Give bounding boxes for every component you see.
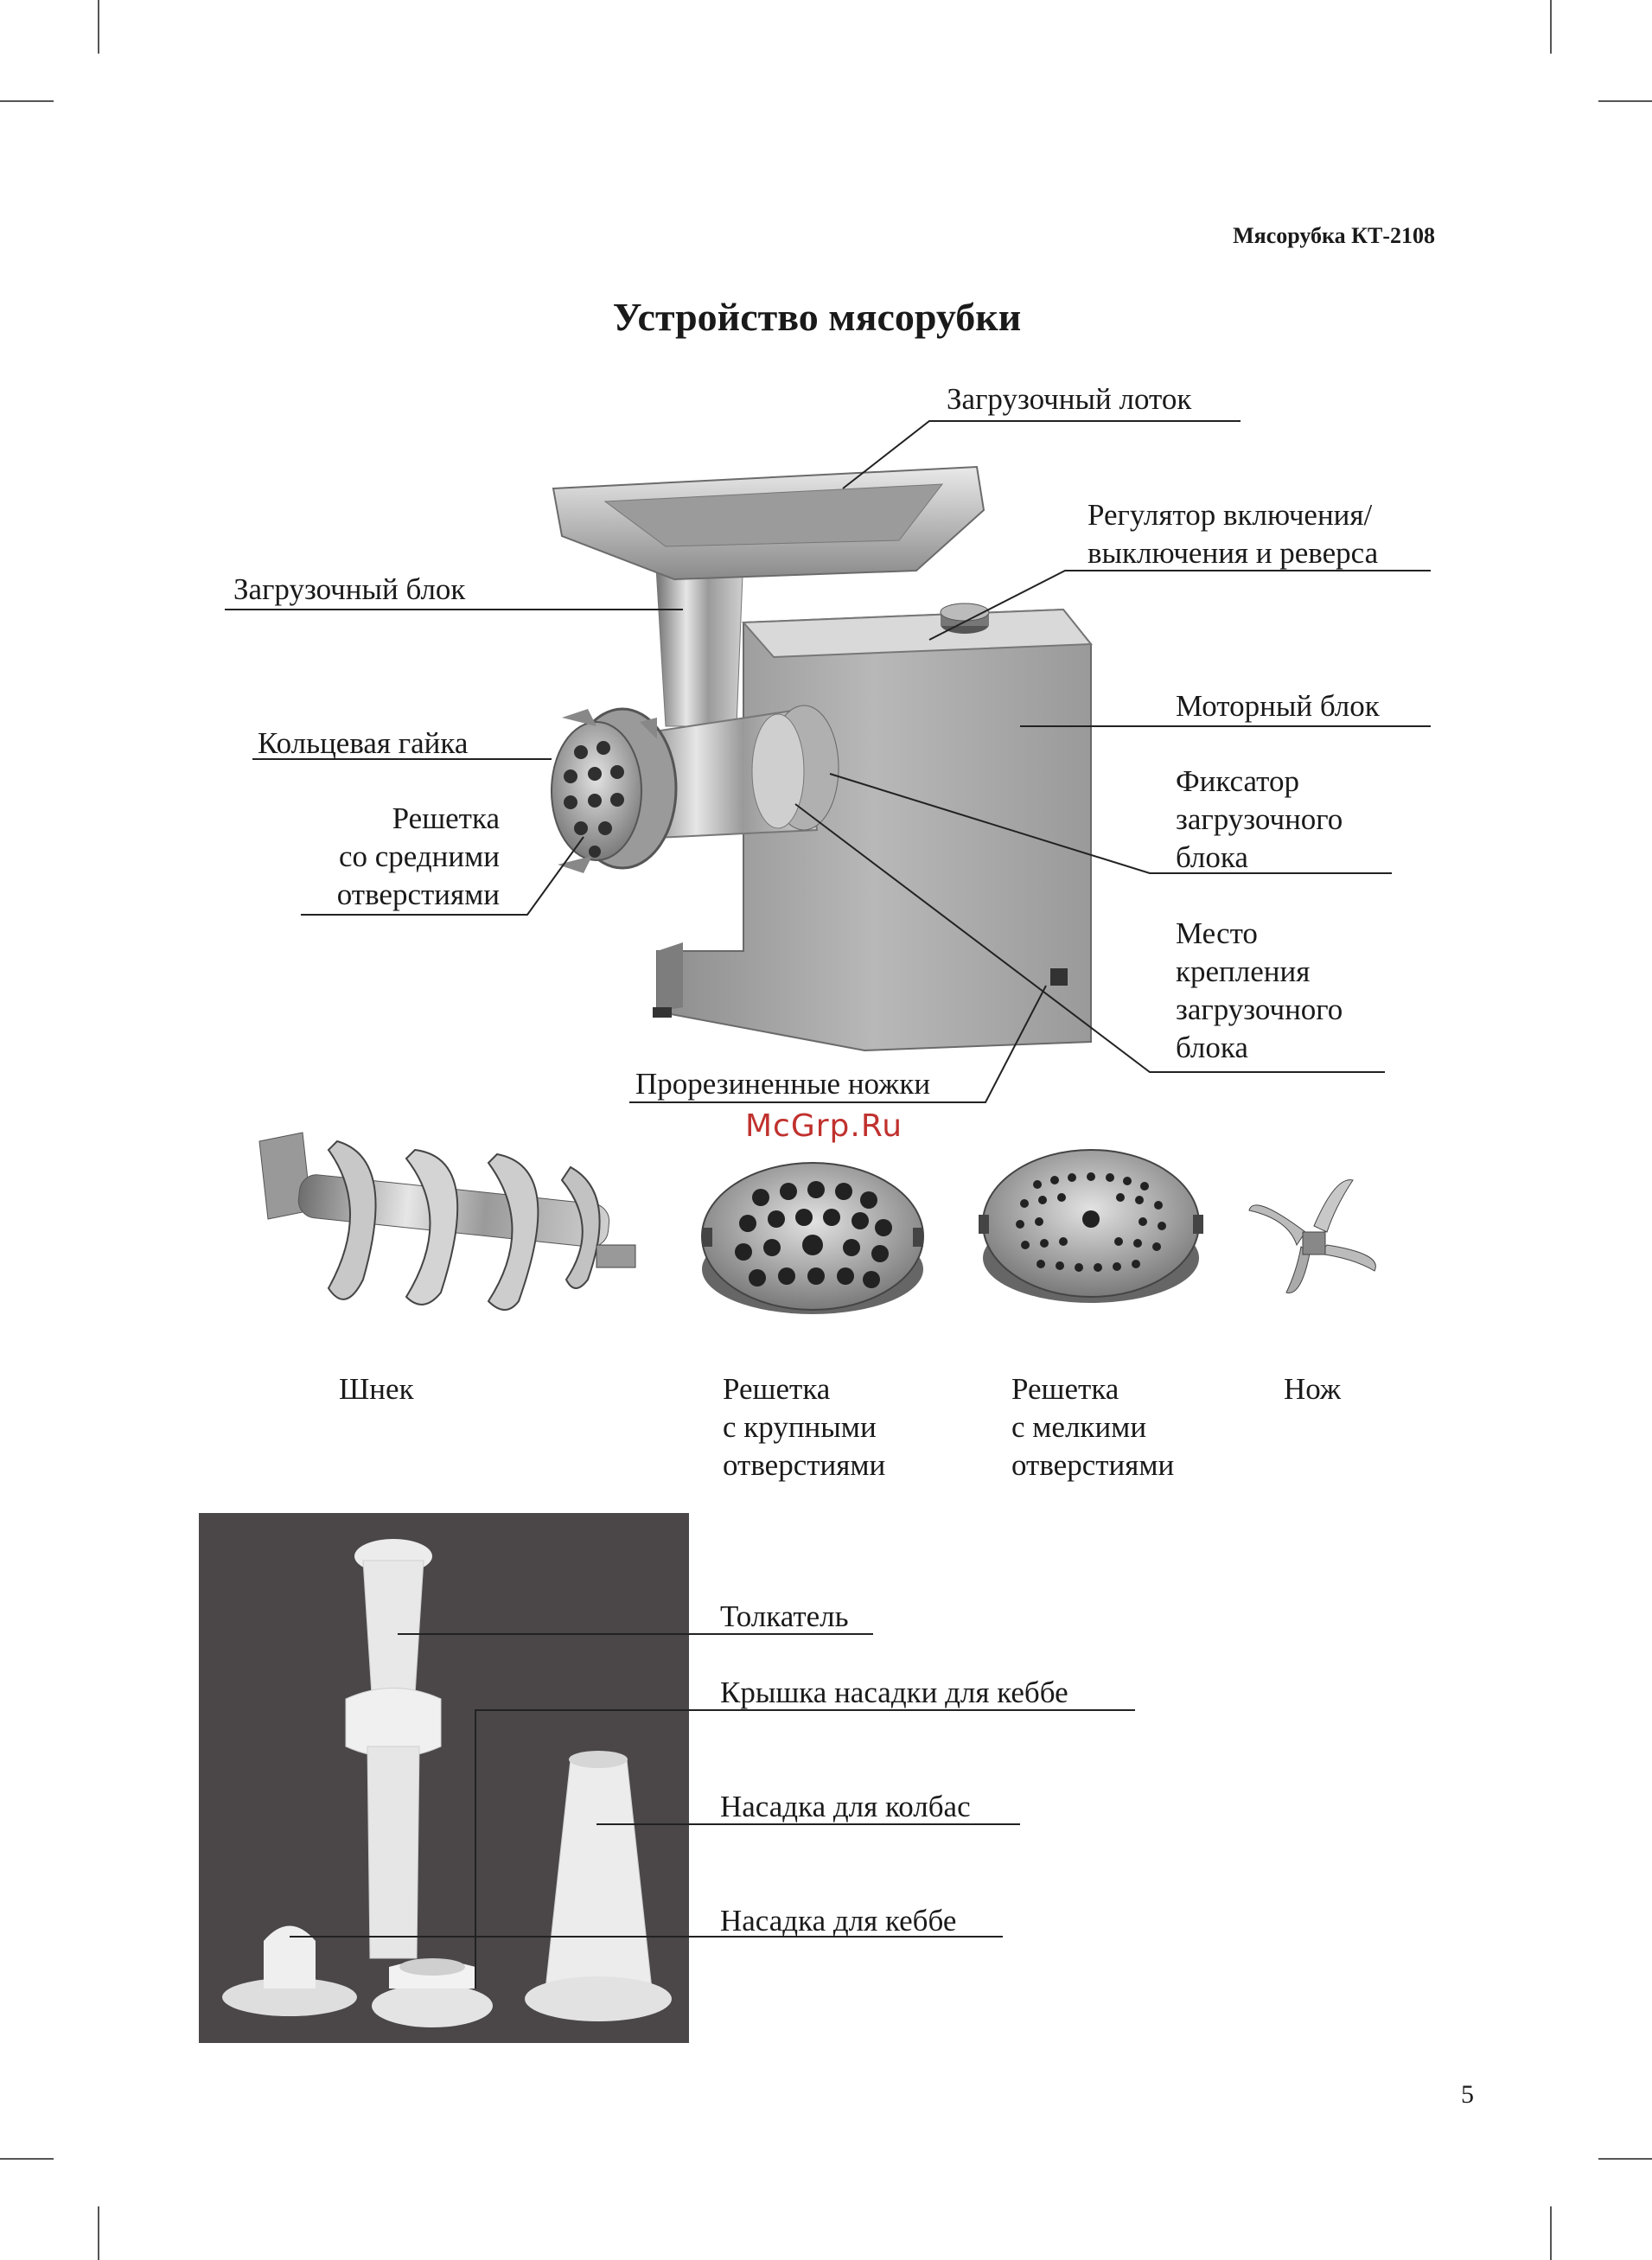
fine-plate-illustration bbox=[979, 1149, 1203, 1303]
crop-mark bbox=[0, 100, 54, 102]
label-mount: Место крепления загрузочного блока bbox=[1176, 915, 1343, 1067]
caption-coarse-plate-line: отверстиями bbox=[723, 1448, 886, 1482]
label-loading-block: Загрузочный блок bbox=[233, 572, 466, 606]
label-medium-plate-line: Решетка bbox=[392, 801, 500, 835]
label-tray: Загрузочный лоток bbox=[947, 382, 1192, 416]
page-number: 5 bbox=[1461, 2080, 1474, 2109]
caption-coarse-plate-line: Решетка bbox=[723, 1372, 831, 1406]
caption-fine-plate-line: Решетка bbox=[1011, 1372, 1119, 1406]
crop-mark bbox=[1598, 2158, 1652, 2160]
label-switch-line: выключения и реверса bbox=[1088, 536, 1379, 570]
watermark: McGrp.Ru bbox=[745, 1108, 903, 1144]
accessories-illustration bbox=[222, 1539, 672, 2027]
crop-mark bbox=[1550, 0, 1552, 54]
meat-grinder-illustration bbox=[551, 465, 1094, 1052]
label-medium-plate: Решетка со средними отверстиями bbox=[294, 800, 500, 914]
label-sausage-nozzle: Насадка для колбас bbox=[720, 1790, 971, 1823]
label-motor-block: Моторный блок bbox=[1176, 689, 1380, 723]
knife-illustration bbox=[1248, 1179, 1376, 1293]
caption-auger: Шнек bbox=[339, 1372, 414, 1406]
crop-mark bbox=[98, 2206, 99, 2260]
coarse-plate-illustration bbox=[701, 1162, 924, 1314]
leader-lines bbox=[225, 420, 1431, 1989]
label-switch-line: Регулятор включения/ bbox=[1088, 498, 1373, 532]
label-lock: Фиксатор загрузочного блока bbox=[1176, 763, 1343, 877]
label-mount-line: крепления bbox=[1176, 954, 1311, 988]
label-medium-plate-line: со средними bbox=[338, 840, 500, 873]
label-lock-line: блока bbox=[1176, 840, 1248, 874]
label-lock-line: загрузочного bbox=[1176, 802, 1343, 836]
label-medium-plate-line: отверстиями bbox=[336, 878, 500, 911]
caption-knife: Нож bbox=[1284, 1372, 1342, 1406]
caption-coarse-plate: Решетка с крупными отверстиями bbox=[723, 1370, 885, 1484]
label-mount-line: загрузочного bbox=[1176, 993, 1343, 1026]
label-kebbe-cap: Крышка насадки для кеббе bbox=[720, 1676, 1068, 1709]
crop-mark bbox=[98, 0, 99, 54]
crop-mark bbox=[0, 2158, 54, 2160]
label-mount-line: блока bbox=[1176, 1031, 1248, 1064]
caption-coarse-plate-line: с крупными bbox=[723, 1410, 877, 1444]
label-pusher: Толкатель bbox=[720, 1599, 849, 1633]
label-lock-line: Фиксатор bbox=[1176, 764, 1299, 798]
label-ring-nut: Кольцевая гайка bbox=[258, 726, 469, 760]
label-feet: Прорезиненные ножки bbox=[635, 1067, 931, 1101]
crop-mark bbox=[1550, 2206, 1552, 2260]
caption-fine-plate-line: отверстиями bbox=[1011, 1448, 1175, 1482]
label-mount-line: Место bbox=[1176, 916, 1258, 950]
label-switch: Регулятор включения/ выключения и реверс… bbox=[1088, 496, 1378, 572]
page-title: Устройство мясорубки bbox=[612, 295, 1022, 339]
auger-illustration bbox=[258, 1132, 636, 1311]
label-kebbe-nozzle: Насадка для кеббе bbox=[720, 1904, 957, 1938]
caption-fine-plate: Решетка с мелкими отверстиями bbox=[1011, 1370, 1174, 1484]
running-header: Мясорубка КТ-2108 bbox=[1233, 223, 1435, 248]
crop-mark bbox=[1598, 100, 1652, 102]
caption-fine-plate-line: с мелкими bbox=[1011, 1410, 1147, 1444]
